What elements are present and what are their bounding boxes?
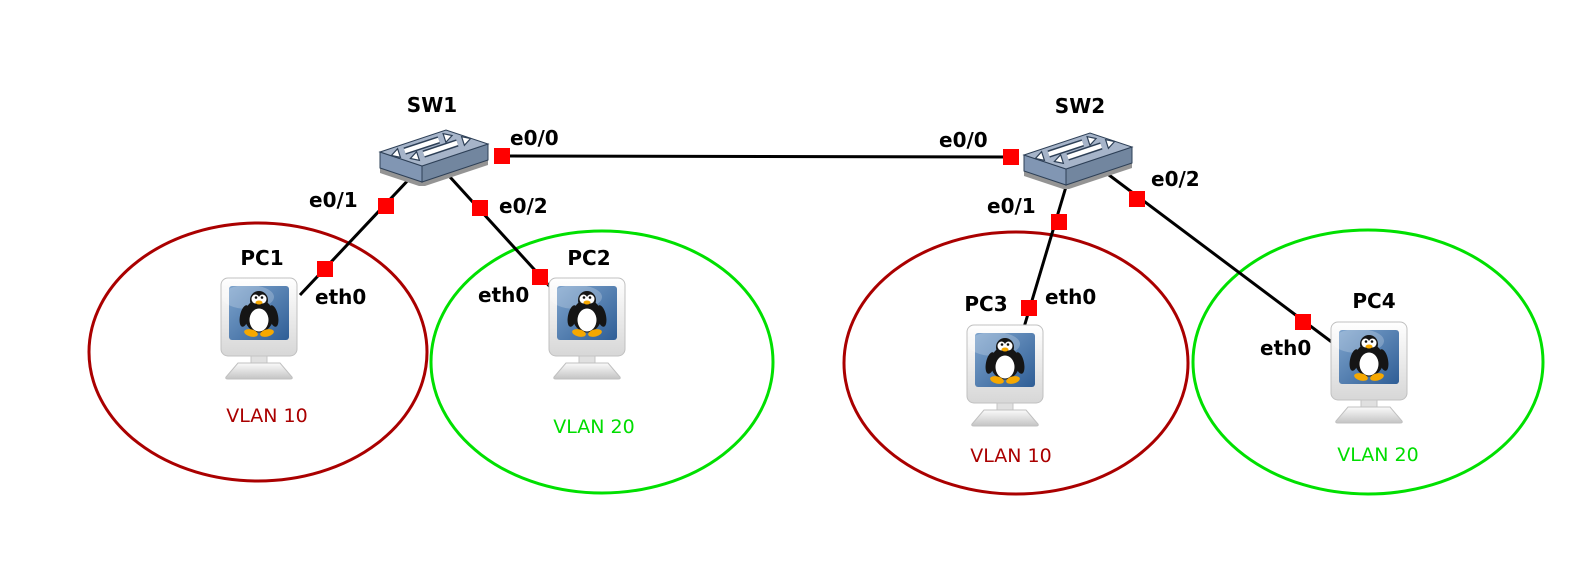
port-label-sw2-e0-1: e0/1 <box>987 194 1036 218</box>
linux-pc-icon-pc2[interactable] <box>548 277 626 380</box>
port-label-pc3-eth0: eth0 <box>1045 285 1097 309</box>
port-label-sw1-e0-0: e0/0 <box>510 126 559 150</box>
port-marker-pc4-eth0 <box>1295 314 1311 330</box>
port-label-pc2-eth0: eth0 <box>478 283 530 307</box>
linux-pc-icon-pc3[interactable] <box>966 324 1044 427</box>
port-label-sw2-e0-2: e0/2 <box>1151 167 1200 191</box>
port-marker-sw1-e0-0 <box>494 148 510 164</box>
port-label-sw2-e0-0: e0/0 <box>939 128 988 152</box>
vlan10-zone-pc1[interactable] <box>87 221 429 483</box>
vlan-label-pc4: VLAN 20 <box>1337 444 1419 466</box>
ethernet-switch-icon-sw1[interactable] <box>380 130 488 187</box>
node-label-sw1: SW1 <box>406 93 458 117</box>
vlan20-zone-pc2[interactable] <box>429 229 775 495</box>
vlan-zones <box>87 221 1545 496</box>
port-label-sw1-e0-2: e0/2 <box>499 194 548 218</box>
port-label-sw1-e0-1: e0/1 <box>309 188 358 212</box>
port-marker-sw2-e0-0 <box>1003 149 1019 165</box>
port-label-pc4-eth0: eth0 <box>1260 336 1312 360</box>
port-marker-sw1-e0-2 <box>472 200 488 216</box>
vlan-label-pc3: VLAN 10 <box>970 445 1052 467</box>
node-label-pc4: PC4 <box>1352 289 1396 313</box>
port-marker-pc2-eth0 <box>532 269 548 285</box>
port-marker-pc1-eth0 <box>317 261 333 277</box>
vlan20-zone-pc4[interactable] <box>1191 228 1545 496</box>
vlan10-zone-pc3[interactable] <box>842 230 1190 496</box>
vlan-label-pc1: VLAN 10 <box>226 405 308 427</box>
linux-pc-icon-pc1[interactable] <box>220 277 298 380</box>
port-status-markers <box>317 148 1311 330</box>
port-label-pc1-eth0: eth0 <box>315 285 367 309</box>
node-label-pc1: PC1 <box>240 246 284 270</box>
linux-pc-icon-pc4[interactable] <box>1330 321 1408 424</box>
port-marker-sw2-e0-2 <box>1129 191 1145 207</box>
link-sw1-sw2[interactable] <box>499 154 1012 159</box>
node-label-pc2: PC2 <box>567 246 611 270</box>
port-marker-pc3-eth0 <box>1021 300 1037 316</box>
node-label-pc3: PC3 <box>964 292 1008 316</box>
node-label-sw2: SW2 <box>1054 94 1106 118</box>
port-marker-sw2-e0-1 <box>1051 214 1067 230</box>
vlan-label-pc2: VLAN 20 <box>553 416 635 438</box>
port-marker-sw1-e0-1 <box>378 198 394 214</box>
